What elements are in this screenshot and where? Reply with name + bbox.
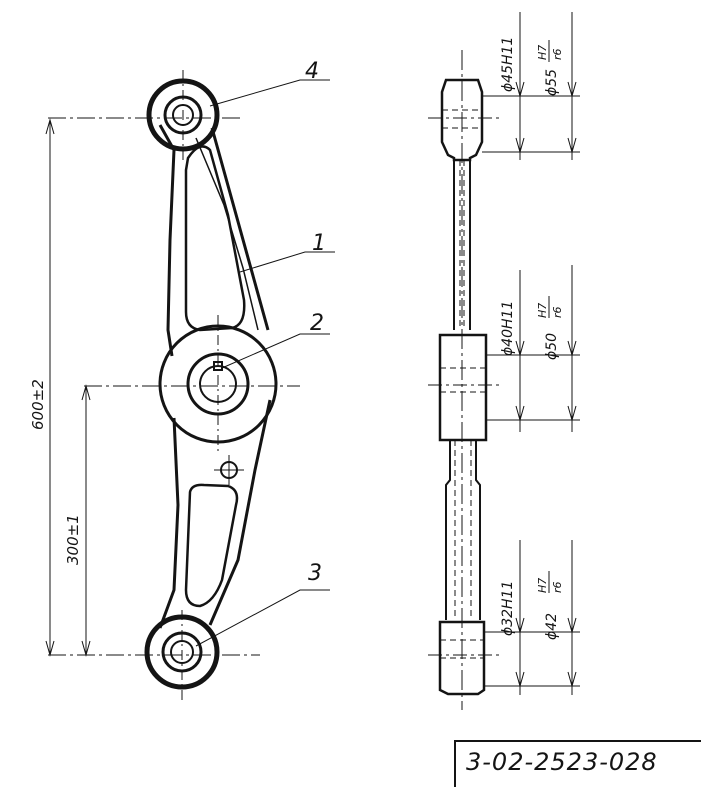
top-fit-den: r6 — [551, 48, 564, 60]
middle-fit-num: H7 — [536, 303, 549, 318]
side-shaft-lower — [445, 440, 481, 620]
middle-fit-arrows — [515, 340, 577, 422]
middle-shaft: ϕ50 — [544, 333, 560, 360]
lower-window — [184, 483, 239, 608]
callout-1: 1 — [312, 231, 326, 256]
leader-3 — [195, 589, 330, 647]
middle-fit-den: r6 — [551, 306, 564, 318]
callout-4: 4 — [305, 59, 319, 84]
top-fit-extension — [482, 12, 580, 160]
bottom-hub-bore — [170, 640, 194, 664]
leader-4 — [209, 79, 330, 107]
top-fit-arrows — [515, 81, 577, 154]
bottom-fit-arrows — [515, 617, 577, 688]
callout-3: 3 — [308, 561, 322, 586]
dim-600-text: 600±2 — [29, 379, 47, 430]
top-shaft: ϕ55 — [544, 69, 560, 96]
leader-1 — [239, 251, 335, 273]
top-hub-outer — [146, 78, 220, 152]
callout-2: 2 — [310, 311, 324, 336]
top-bore: ϕ45H11 — [500, 37, 516, 92]
dim-300-arrows — [81, 384, 91, 657]
lever-outline — [158, 124, 272, 629]
side-shaft-upper — [453, 160, 471, 330]
dim-600-arrows — [45, 118, 55, 657]
upper-window — [184, 145, 246, 332]
middle-hub-inner — [186, 352, 250, 416]
bottom-fit-den: r6 — [551, 581, 564, 593]
document-number-box: 3-02-2523-028 — [454, 740, 701, 787]
bottom-fit-extension — [484, 540, 580, 695]
leader-2 — [221, 333, 330, 369]
dim-300-text: 300±1 — [64, 514, 82, 565]
middle-fit-extension — [486, 265, 580, 432]
middle-bore: ϕ40H11 — [500, 301, 516, 356]
top-fit-num: H7 — [536, 45, 549, 60]
side-bottom-boss — [438, 620, 486, 696]
side-view: ϕ45H11 ϕ55 H7 r6 ϕ40H11 ϕ50 H7 r6 ϕ32H11… — [428, 12, 580, 710]
side-middle-boss — [438, 333, 488, 442]
lever-rib — [195, 137, 259, 331]
bottom-bore: ϕ32H11 — [500, 581, 516, 636]
front-view: 600±2 300±1 4 1 2 3 — [29, 59, 335, 700]
bottom-fit-num: H7 — [536, 578, 549, 593]
document-number: 3-02-2523-028 — [466, 748, 658, 776]
bottom-shaft: ϕ42 — [544, 613, 560, 640]
